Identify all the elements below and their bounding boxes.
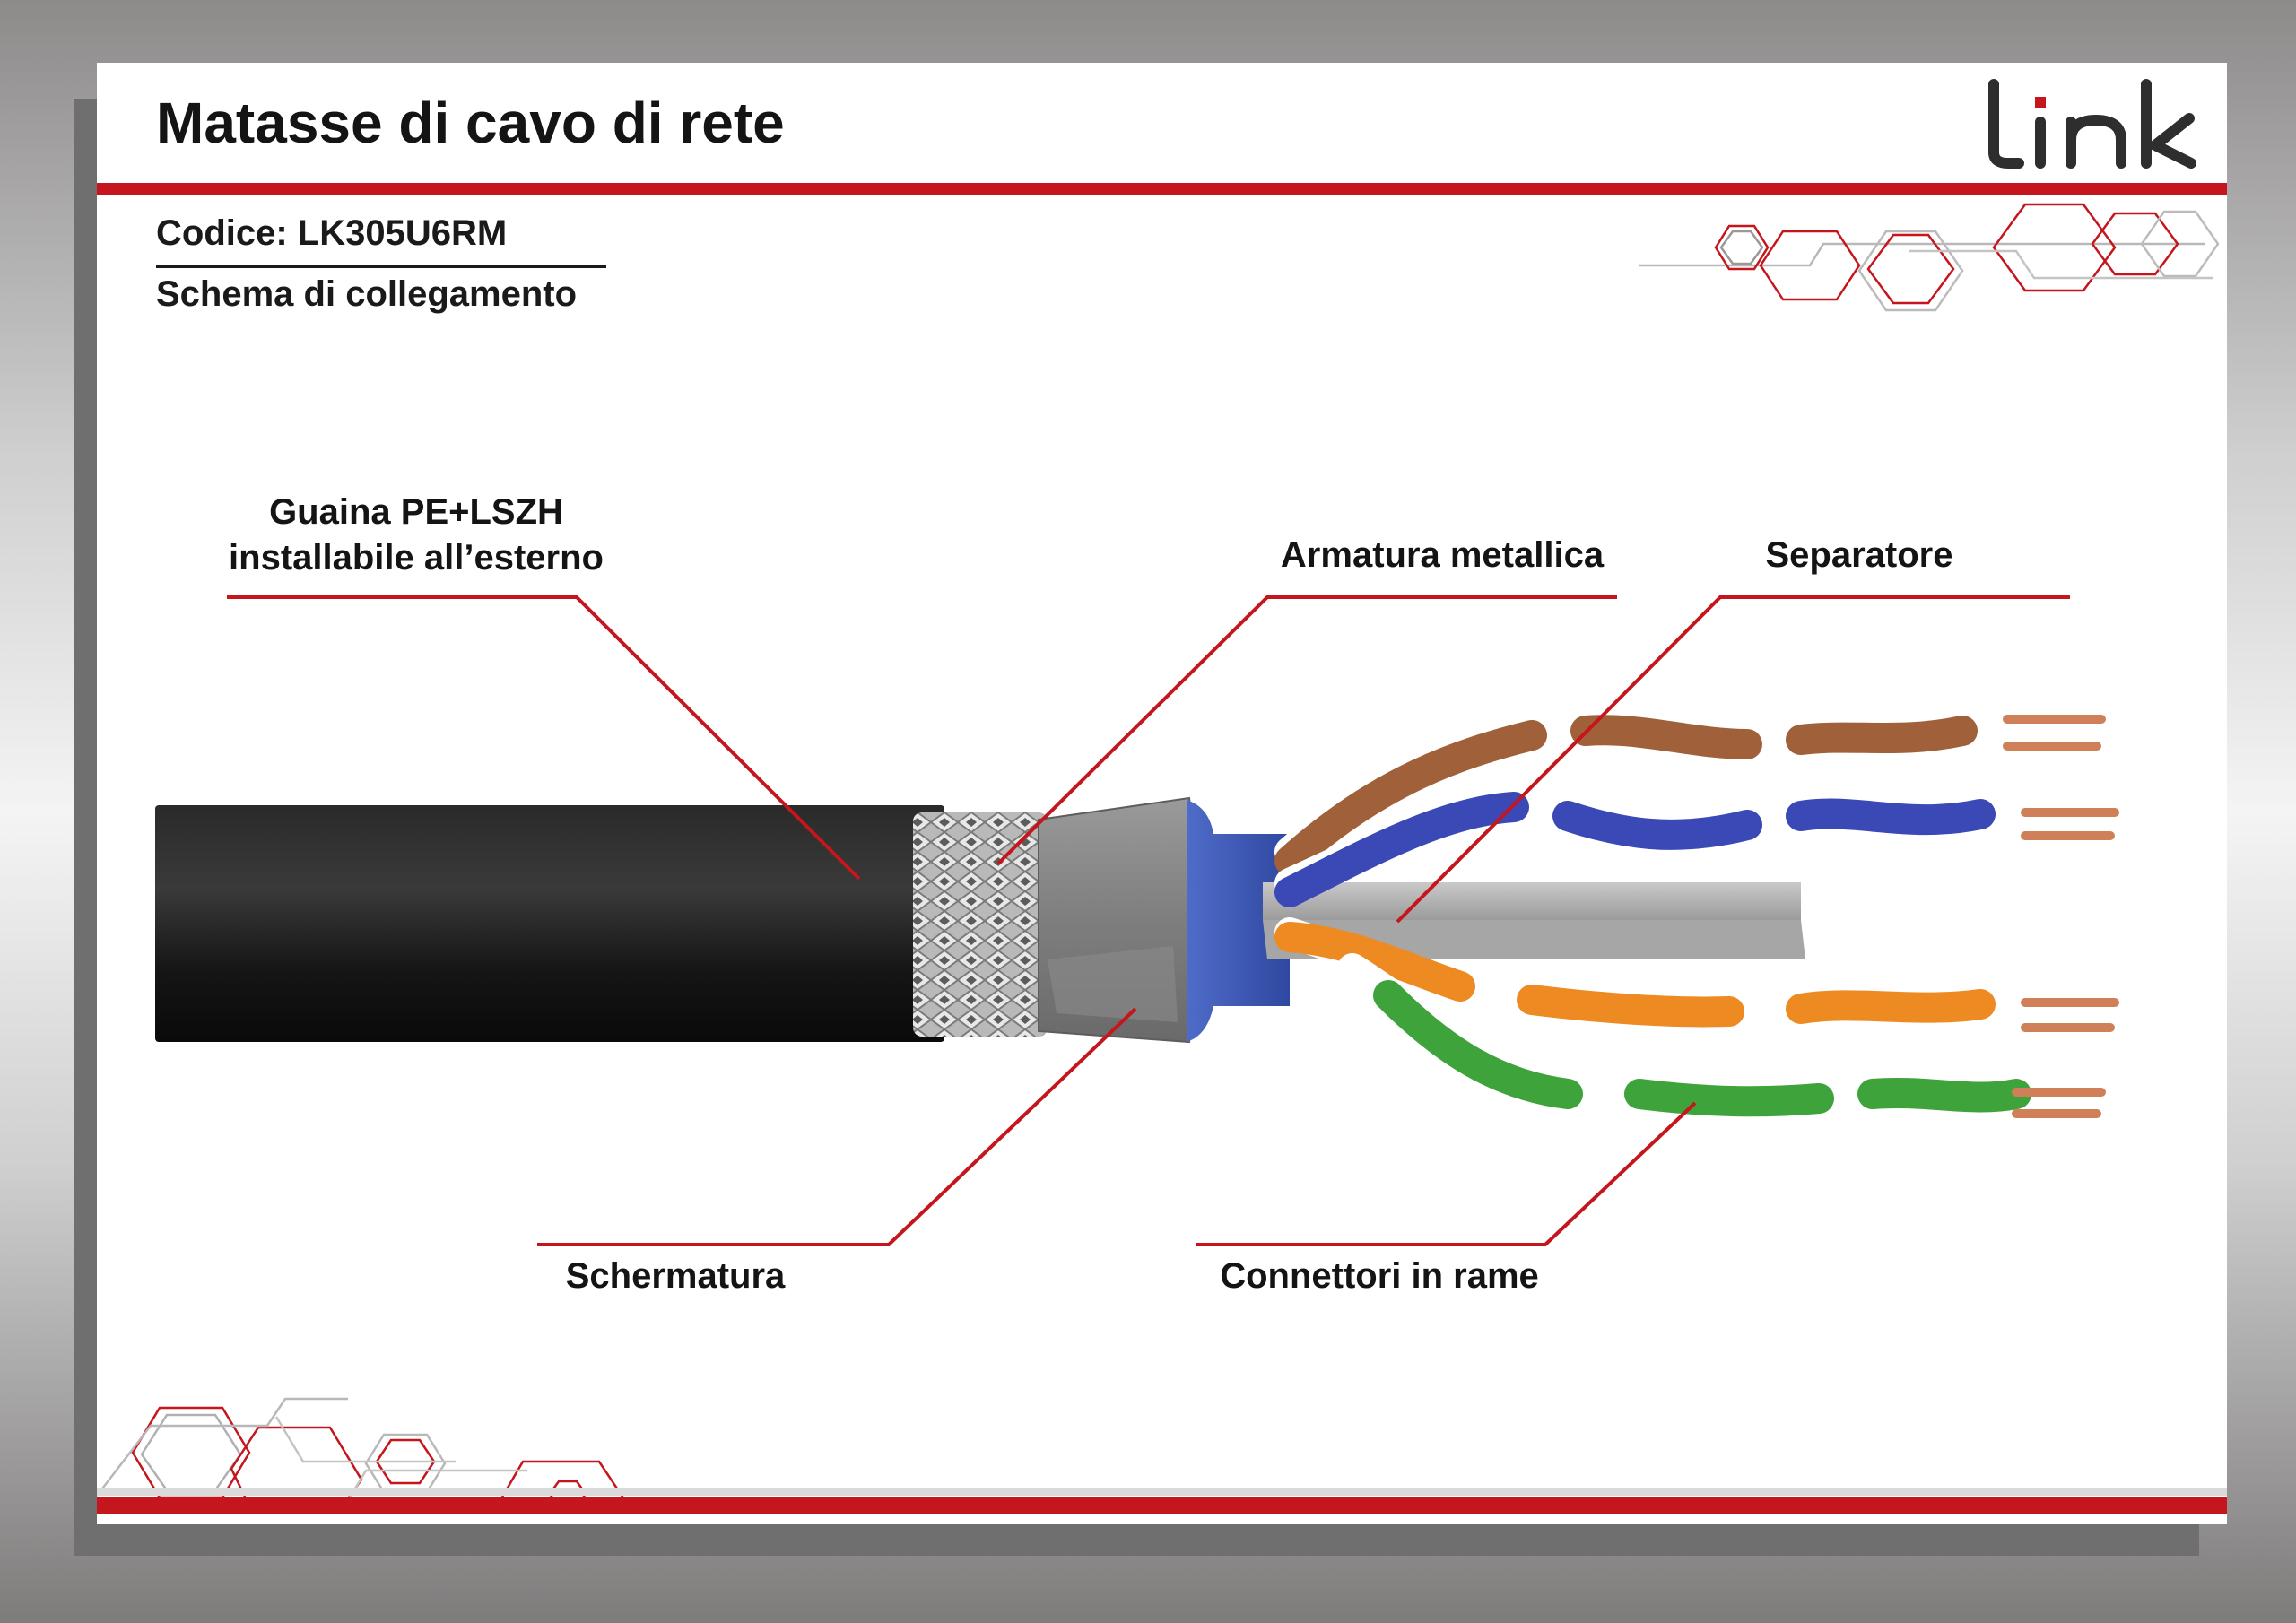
metal-armor-braid [913, 812, 1048, 1037]
label-conductors: Connettori in rame [1220, 1256, 1539, 1296]
callout-lines [227, 595, 2070, 1246]
label-jacket-line2: installabile all’esterno [229, 538, 604, 577]
product-code: Codice: LK305U6RM [156, 213, 508, 253]
label-shield: Schermatura [565, 1256, 786, 1296]
diagram-subtitle: Schema di collegamento [156, 274, 578, 314]
code-underline [156, 265, 606, 268]
label-jacket: Guaina PE+LSZH installabile all’esterno [210, 490, 622, 581]
footer-divider [97, 1497, 2227, 1514]
label-armor: Armatura metallica [1280, 535, 1605, 575]
outer-jacket [155, 805, 944, 1042]
label-separator: Separatore [1765, 535, 1953, 575]
page-title: Matasse di cavo di rete [156, 91, 785, 155]
header-divider [97, 183, 2227, 195]
inner-blue-sheath [1187, 800, 1290, 1042]
footer-gray-band [97, 1488, 2227, 1496]
link-logo [1988, 79, 2196, 169]
label-jacket-line1: Guaina PE+LSZH [269, 492, 563, 532]
separator-spline [1263, 882, 1801, 920]
copper-conductors [2003, 715, 2119, 1118]
slide-card: Matasse di cavo di rete Codice: LK305U6R… [97, 63, 2227, 1524]
twisted-pairs [1274, 703, 2049, 1117]
cable-diagram [155, 595, 2119, 1246]
hexagon-decoration-top [1639, 203, 2220, 312]
